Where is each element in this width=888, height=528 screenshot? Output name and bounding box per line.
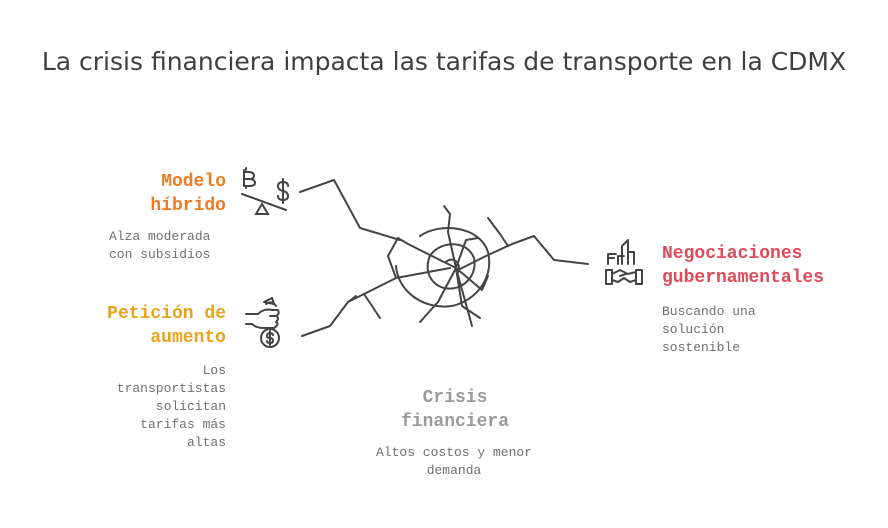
crisis-title: Crisis financiera (400, 388, 510, 432)
crack-ray-4 (387, 237, 457, 279)
negociaciones-title: Negociaciones gubernamentales (662, 244, 825, 288)
modelo-title: Modelo híbrido (150, 172, 226, 216)
connector-peticion-branch (363, 293, 381, 319)
crisis-desc: Altos costos y menor demanda (375, 445, 533, 478)
connector-peticion-branch2 (347, 295, 357, 303)
crack-ray-7 (455, 267, 481, 319)
crack-outer-arc (395, 227, 491, 308)
peticion-title: Petición de aumento (107, 304, 226, 348)
connector-modelo (299, 179, 401, 241)
peticion-desc: Los transportistas solicitan tarifas más… (116, 363, 226, 450)
connector-negociaciones-branch (487, 217, 509, 247)
connector-peticion (301, 267, 451, 337)
crack-ray-6 (455, 237, 479, 269)
crack-ray-5 (455, 267, 489, 291)
page-title: La crisis financiera impacta las tarifas… (41, 47, 847, 76)
crack-ray-2 (455, 267, 473, 327)
crack-ray-1 (443, 205, 457, 269)
negociaciones-desc: Buscando una solución sostenible (662, 304, 756, 355)
modelo-desc: Alza moderada con subsidios (109, 229, 211, 262)
government-handshake-icon (605, 239, 643, 285)
crack-ray-3 (419, 267, 457, 323)
balance-scale-crypto-dollar-icon (241, 167, 290, 215)
connector-negociaciones (457, 235, 589, 271)
hand-money-bag-icon (245, 297, 280, 348)
